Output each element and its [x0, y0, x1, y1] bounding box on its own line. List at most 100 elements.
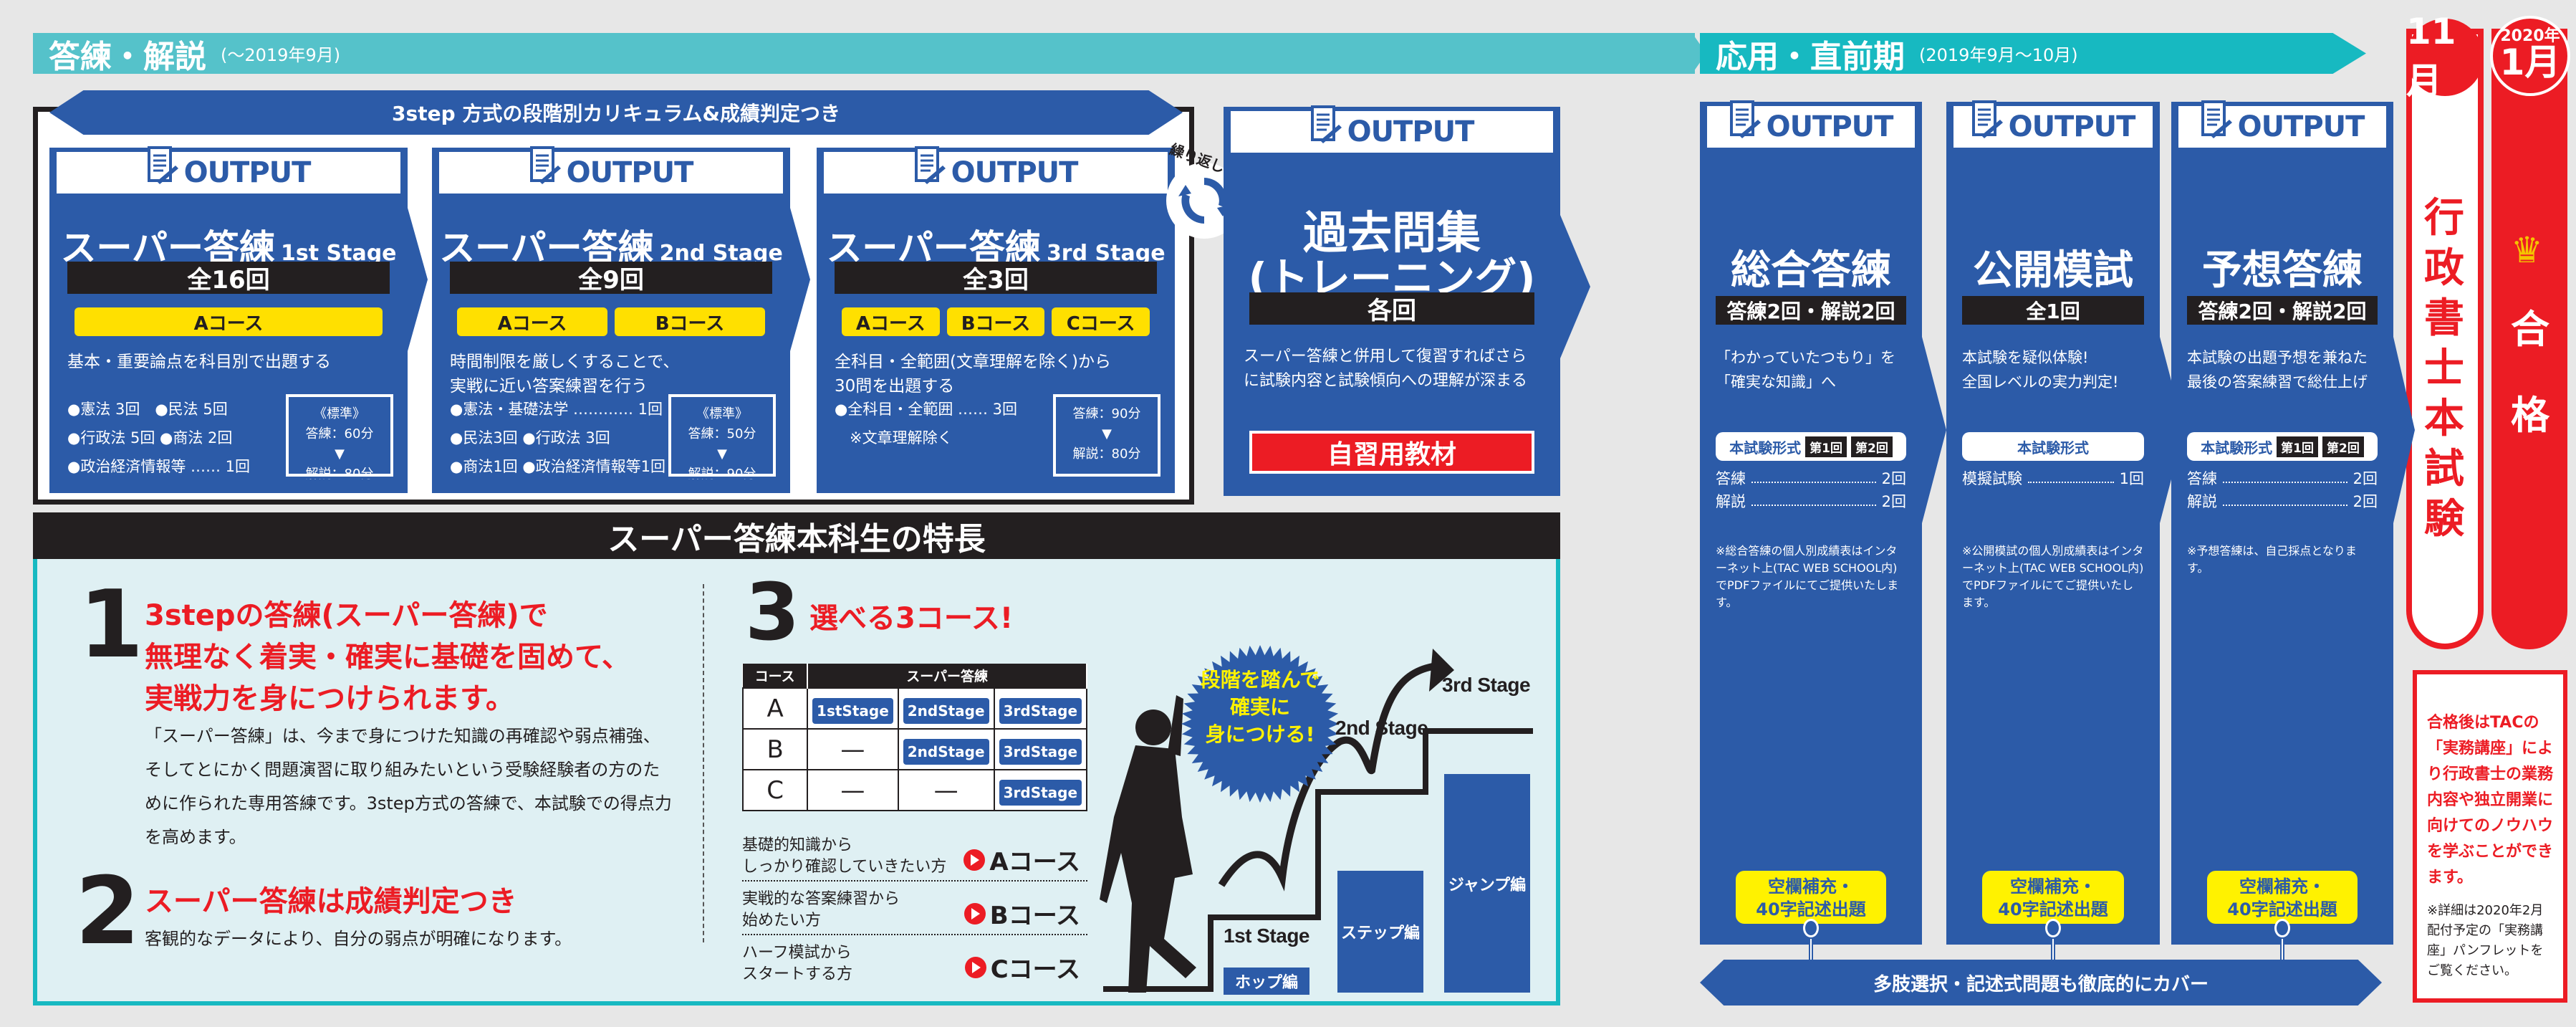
- document-pen-icon: [147, 146, 178, 184]
- exam-month-badge: 11月: [2406, 11, 2484, 102]
- applied-title: 公開模試: [1973, 247, 2133, 294]
- coverage-text: 多肢選択・記述式問題も徹底的にカバー: [1873, 973, 2209, 995]
- pin-line: [2280, 939, 2284, 968]
- subject-item: ●商法1回 ●政治経済情報等1回: [450, 458, 666, 475]
- standard-time-line: ▼: [1102, 426, 1112, 441]
- stage-cell: 2ndStage: [897, 687, 995, 730]
- feature-number: 2: [75, 856, 140, 965]
- banner-text: 3step 方式の段階別カリキュラム&成績判定つき: [392, 102, 840, 125]
- starburst: [1181, 645, 1339, 803]
- applied-note: ※予想答練は、自己採点となります。: [2187, 544, 2357, 575]
- standard-time-line: 解説：90分: [688, 467, 756, 482]
- stairs-line: [1103, 728, 1533, 992]
- applied-desc: 本試験を疑似体験! 全国レベルの実力判定!: [1962, 349, 2119, 391]
- output-label: OUTPUT: [566, 156, 694, 189]
- format-label: 本試験形式: [2201, 439, 2273, 457]
- applied-title: 予想答練: [2202, 247, 2363, 294]
- play-arrow-icon: [963, 902, 986, 925]
- output-label: OUTPUT: [183, 156, 312, 189]
- item-count: 2回: [2352, 470, 2378, 487]
- empty-cell: —: [807, 728, 899, 770]
- stage-count: 全9回: [450, 262, 772, 295]
- applied-desc: 「わかっていたつもり」を 「確実な知識」へ: [1716, 349, 1895, 391]
- standard-time-box: 答練：90分▼解説：80分: [1051, 392, 1163, 479]
- pass-note-detail: ※詳細は2020年2月配付予定の「実務講座」パンフレットをご覧ください。: [2427, 903, 2544, 978]
- pass-year: 2020年: [2500, 27, 2560, 45]
- course-cell: C: [741, 769, 809, 811]
- applied-count: 答練2回・解説2回: [1716, 296, 1906, 325]
- course-badge: Aコース: [75, 307, 383, 336]
- stage-cell: 2ndStage: [897, 728, 995, 770]
- item-name: 解説: [2187, 493, 2217, 510]
- play-arrow-icon: [963, 849, 986, 871]
- descriptive-badge: 空欄補充・ 40字記述出題: [1982, 871, 2124, 924]
- format-label: 本試験形式: [2017, 439, 2089, 457]
- standard-time-line: 解説：80分: [1072, 446, 1141, 462]
- subject-item: ●行政法 5回 ●商法 2回: [67, 429, 233, 446]
- feature-number: 1: [79, 570, 144, 679]
- course-name: Aコース: [989, 848, 1080, 876]
- step-label: ホップ編: [1234, 974, 1298, 992]
- stage-count: 全16回: [67, 262, 390, 295]
- pass-note: 合格後はTACの「実務講座」により行政書士の業務内容や独立開業に向けてのノウハウ…: [2427, 714, 2554, 887]
- kakomon-count: 各回: [1249, 292, 1534, 325]
- kakomon-title: 過去問集: [1302, 206, 1481, 259]
- item-name: 解説: [1716, 493, 1746, 510]
- standard-time-box: 《標準》答練：50分▼解説：90分: [666, 392, 778, 482]
- feature1-heading: 3stepの答練(スーパー答練)で 無理なく着実・確実に基礎を固めて、 実戦力を…: [145, 595, 630, 720]
- round-label: 第1回: [1805, 436, 1847, 457]
- pass-bar: [2491, 29, 2567, 649]
- step-block: ジャンプ編: [1444, 774, 1530, 993]
- course-name: Cコース: [990, 955, 1080, 984]
- step-stage-label: 3rd Stage: [1442, 674, 1531, 696]
- document-pen-icon: [1971, 100, 2003, 138]
- applied-note: ※公開模試の個人別成績表はインターネット上(TAC WEB SCHOOL内)でP…: [1962, 544, 2144, 609]
- exam-format-pill: 本試験形式第1回第2回: [2187, 432, 2378, 461]
- course-pointer: Aコース: [963, 842, 1080, 877]
- phase-title: 応用・直前期: [1716, 38, 1905, 75]
- self-study-button[interactable]: 自習用教材: [1249, 431, 1534, 474]
- subject-item: ●憲法 3回 ●民法 5回: [67, 401, 228, 418]
- phase-header-practice: 答練・解説(〜2019年9月): [33, 33, 1695, 75]
- output-header: OUTPUT: [1231, 105, 1553, 153]
- pin-line: [1809, 939, 1813, 968]
- document-pen-icon: [914, 146, 946, 184]
- step-label: ステップ編: [1340, 925, 1420, 942]
- round-label: 第1回: [2277, 436, 2318, 457]
- output-header: OUTPUT: [2178, 100, 2386, 148]
- course-badge: Bコース: [946, 307, 1045, 336]
- pin-icon: [2274, 919, 2290, 937]
- course-badge: Cコース: [1052, 307, 1150, 336]
- step-block: ホップ編: [1224, 968, 1309, 995]
- step-stage-label: 2nd Stage: [1335, 717, 1428, 739]
- course-pointer: Cコース: [964, 950, 1080, 985]
- stage-chip: 1stStage: [812, 697, 893, 724]
- applied-count: 答練2回・解説2回: [2187, 296, 2378, 325]
- phase-header-applied: 応用・直前期(2019年9月〜10月): [1700, 33, 2366, 74]
- item-count: 2回: [1881, 493, 1906, 510]
- pin-icon: [2045, 919, 2061, 937]
- feature2-heading: スーパー答練は成績判定つき: [145, 885, 517, 918]
- output-header: OUTPUT: [439, 146, 783, 194]
- standard-time-line: ▼: [717, 446, 727, 462]
- applied-count: 全1回: [1962, 296, 2144, 325]
- phase-title: 答練・解説: [49, 38, 206, 75]
- arrow-head: [1429, 649, 1454, 692]
- round-label: 第2回: [1851, 436, 1893, 457]
- course-cell: A: [741, 687, 809, 730]
- features-header: スーパー答練本科生の特長: [33, 512, 1560, 559]
- applied-title: 総合答練: [1731, 247, 1891, 294]
- item-name: 答練: [2187, 470, 2217, 487]
- format-label: 本試験形式: [1729, 439, 1802, 457]
- descriptive-badge: 空欄補充・ 40字記述出題: [2207, 871, 2358, 924]
- divider: [703, 584, 704, 942]
- subject-item: ●憲法・基礎法学 ………… 1回: [450, 401, 663, 418]
- subject-item: ●民法3回 ●行政法 3回: [450, 429, 610, 446]
- stage-chip: 3rdStage: [999, 697, 1082, 724]
